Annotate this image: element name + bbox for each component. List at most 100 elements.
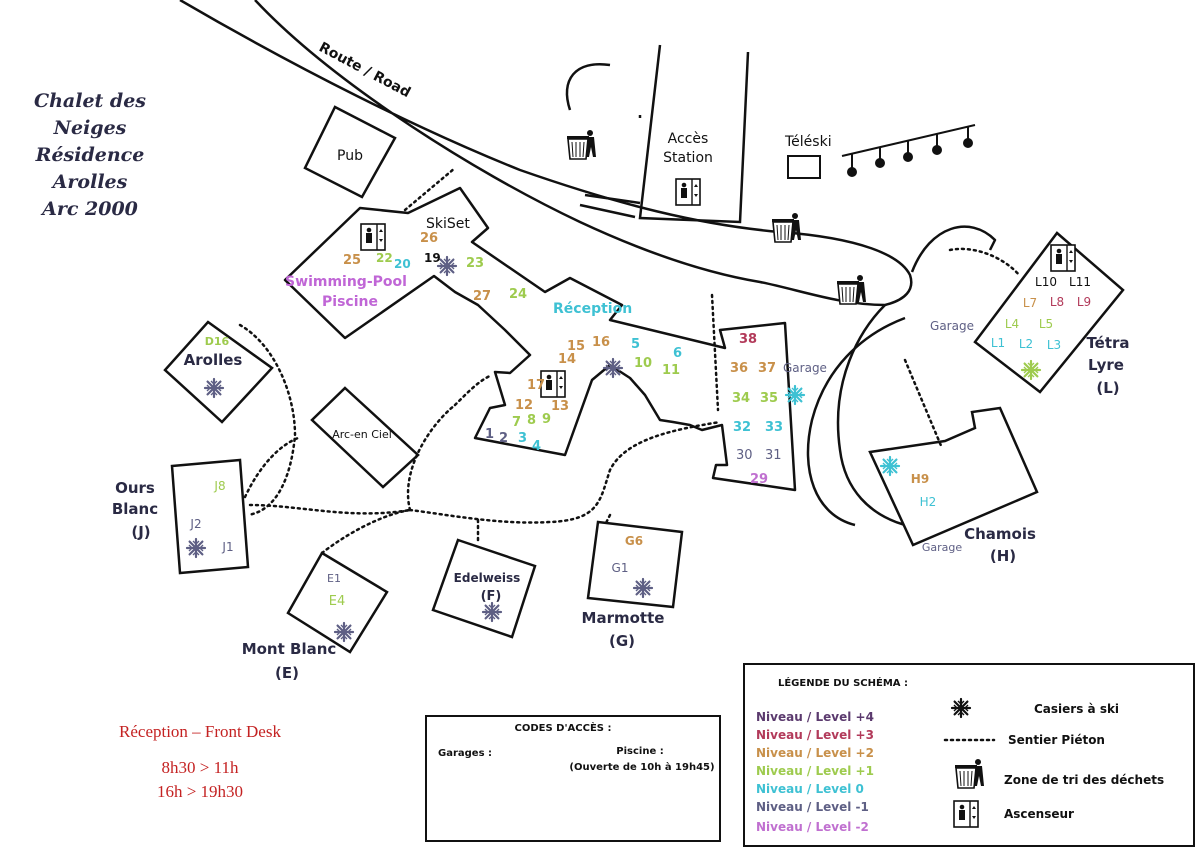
legend-level-m1: Niveau / Level -1 bbox=[756, 800, 869, 814]
apt-12: 12 bbox=[515, 398, 533, 413]
tetra-lyre-label-3: (L) bbox=[1096, 379, 1119, 397]
road bbox=[179, 0, 997, 527]
building-chamois: H9 H2 Garage Chamois (H) bbox=[868, 406, 1039, 565]
apt-l7: L7 bbox=[1023, 296, 1037, 310]
building-ours-blanc: J8 J2 J1 Ours Blanc (J) bbox=[112, 458, 250, 575]
building-main-residence bbox=[283, 186, 797, 492]
apt-33: 33 bbox=[765, 420, 783, 435]
skiset-area: SkiSet Swimming-Pool Piscine Réception bbox=[285, 216, 632, 398]
waste-bin-icon bbox=[836, 274, 867, 305]
title-line-1: Chalet des Neiges bbox=[33, 90, 146, 139]
reception-label: Réception bbox=[553, 301, 632, 317]
teleski: Téléski bbox=[784, 124, 976, 179]
edelweiss-label-2: (F) bbox=[481, 589, 502, 604]
garage-label: Garage bbox=[783, 361, 827, 375]
apt-22: 22 bbox=[376, 251, 393, 265]
legend-level-p3: Niveau / Level +3 bbox=[756, 728, 874, 742]
tetra-lyre-label-2: Lyre bbox=[1088, 356, 1124, 374]
arolles-label: Arolles bbox=[184, 351, 243, 369]
ski-locker-icon bbox=[1020, 359, 1042, 381]
apt-h9: H9 bbox=[911, 472, 929, 486]
apt-5: 5 bbox=[631, 337, 640, 352]
lift-icon bbox=[1050, 244, 1076, 272]
apt-10: 10 bbox=[634, 356, 652, 371]
codes-pool: Piscine : bbox=[616, 746, 663, 757]
teleski-label: Téléski bbox=[784, 134, 832, 150]
map-title: Chalet des Neiges Résidence Arolles Arc … bbox=[0, 88, 180, 223]
codes-pool-hours: (Ouverte de 10h à 19h45) bbox=[569, 761, 714, 773]
apt-j8: J8 bbox=[213, 479, 225, 493]
apt-32: 32 bbox=[733, 420, 751, 435]
front-desk-hours: Réception – Front Desk 8h30 > 11h 16h > … bbox=[95, 722, 305, 804]
garage-label: Garage bbox=[922, 541, 963, 554]
apt-31: 31 bbox=[765, 448, 782, 463]
ski-locker-icon bbox=[185, 537, 207, 559]
pool-label-1: Swimming-Pool bbox=[285, 274, 407, 290]
building-edelweiss: Edelweiss (F) bbox=[431, 538, 537, 639]
apt-25: 25 bbox=[343, 253, 361, 268]
ski-locker-icon bbox=[784, 384, 806, 406]
acces-station-label-1: Accès bbox=[668, 131, 709, 147]
apt-14: 14 bbox=[558, 352, 576, 367]
ski-locker-icon bbox=[481, 601, 503, 623]
legend-level-p2: Niveau / Level +2 bbox=[756, 746, 874, 760]
ski-locker-icon bbox=[602, 357, 624, 379]
apt-l9: L9 bbox=[1077, 295, 1091, 309]
apt-j2: J2 bbox=[189, 517, 201, 531]
apt-l8: L8 bbox=[1050, 295, 1064, 309]
building-arolles: D16 Arolles bbox=[163, 320, 274, 424]
front-desk-hours-morning: 8h30 > 11h bbox=[161, 758, 239, 777]
building-pub: Pub bbox=[303, 105, 397, 199]
building-marmotte: G6 G1 Marmotte (G) bbox=[582, 520, 684, 650]
apt-l10: L10 bbox=[1035, 275, 1057, 289]
apartment-numbers-main: 26 25 22 20 19 23 27 24 15 16 5 6 14 10 … bbox=[343, 231, 783, 487]
apt-19: 19 bbox=[424, 251, 441, 265]
apt-6: 6 bbox=[673, 346, 682, 361]
apt-35: 35 bbox=[760, 391, 778, 406]
legend-title: LÉGENDE DU SCHÉMA : bbox=[778, 676, 908, 689]
legend-waste: Zone de tri des déchets bbox=[1004, 773, 1164, 787]
ski-locker-icon bbox=[950, 697, 972, 719]
legend-ski-lockers: Casiers à ski bbox=[1034, 702, 1119, 716]
title-line-2: Résidence Arolles bbox=[35, 144, 145, 193]
access-codes-box: CODES D'ACCÈS : Garages : Piscine : (Ouv… bbox=[425, 715, 721, 842]
codes-title: CODES D'ACCÈS : bbox=[515, 721, 612, 734]
lift-icon bbox=[360, 223, 386, 251]
apt-l2: L2 bbox=[1019, 337, 1033, 351]
legend-lift: Ascenseur bbox=[1004, 807, 1074, 821]
apt-l11: L11 bbox=[1069, 275, 1091, 289]
front-desk-hours-afternoon: 16h > 19h30 bbox=[156, 782, 244, 801]
acces-station-label-2: Station bbox=[663, 150, 713, 166]
legend-level-p1: Niveau / Level +1 bbox=[756, 764, 874, 778]
apt-3: 3 bbox=[518, 431, 527, 446]
apt-38: 38 bbox=[739, 332, 757, 347]
garage-label: Garage bbox=[930, 319, 974, 333]
apt-29: 29 bbox=[750, 472, 768, 487]
ours-blanc-label-2: Blanc bbox=[112, 500, 158, 518]
arc-en-ciel-label: Arc-en Ciel bbox=[332, 428, 392, 441]
ski-locker-icon bbox=[203, 377, 225, 399]
tetra-lyre-label-1: Tétra bbox=[1086, 334, 1129, 352]
apt-15: 15 bbox=[567, 339, 585, 354]
apt-l4: L4 bbox=[1005, 317, 1019, 331]
apt-26: 26 bbox=[420, 231, 438, 246]
apt-8: 8 bbox=[527, 413, 536, 428]
road-label: Route / Road bbox=[316, 39, 413, 101]
ski-locker-icon bbox=[333, 621, 355, 643]
apt-37: 37 bbox=[758, 361, 776, 376]
apt-23: 23 bbox=[466, 256, 484, 271]
footpaths bbox=[238, 166, 1022, 555]
legend-level-0: Niveau / Level 0 bbox=[756, 782, 864, 796]
apt-d16: D16 bbox=[205, 335, 230, 348]
apt-16: 16 bbox=[592, 335, 610, 350]
waste-bin-icon bbox=[771, 212, 802, 243]
title-line-3: Arc 2000 bbox=[42, 198, 138, 220]
ski-locker-icon bbox=[632, 577, 654, 599]
apt-e4: E4 bbox=[329, 594, 346, 609]
ski-locker-icon bbox=[879, 455, 901, 477]
pub-label: Pub bbox=[337, 148, 363, 164]
apt-30: 30 bbox=[736, 448, 753, 463]
apt-l1: L1 bbox=[991, 336, 1005, 350]
apt-24: 24 bbox=[509, 287, 527, 302]
